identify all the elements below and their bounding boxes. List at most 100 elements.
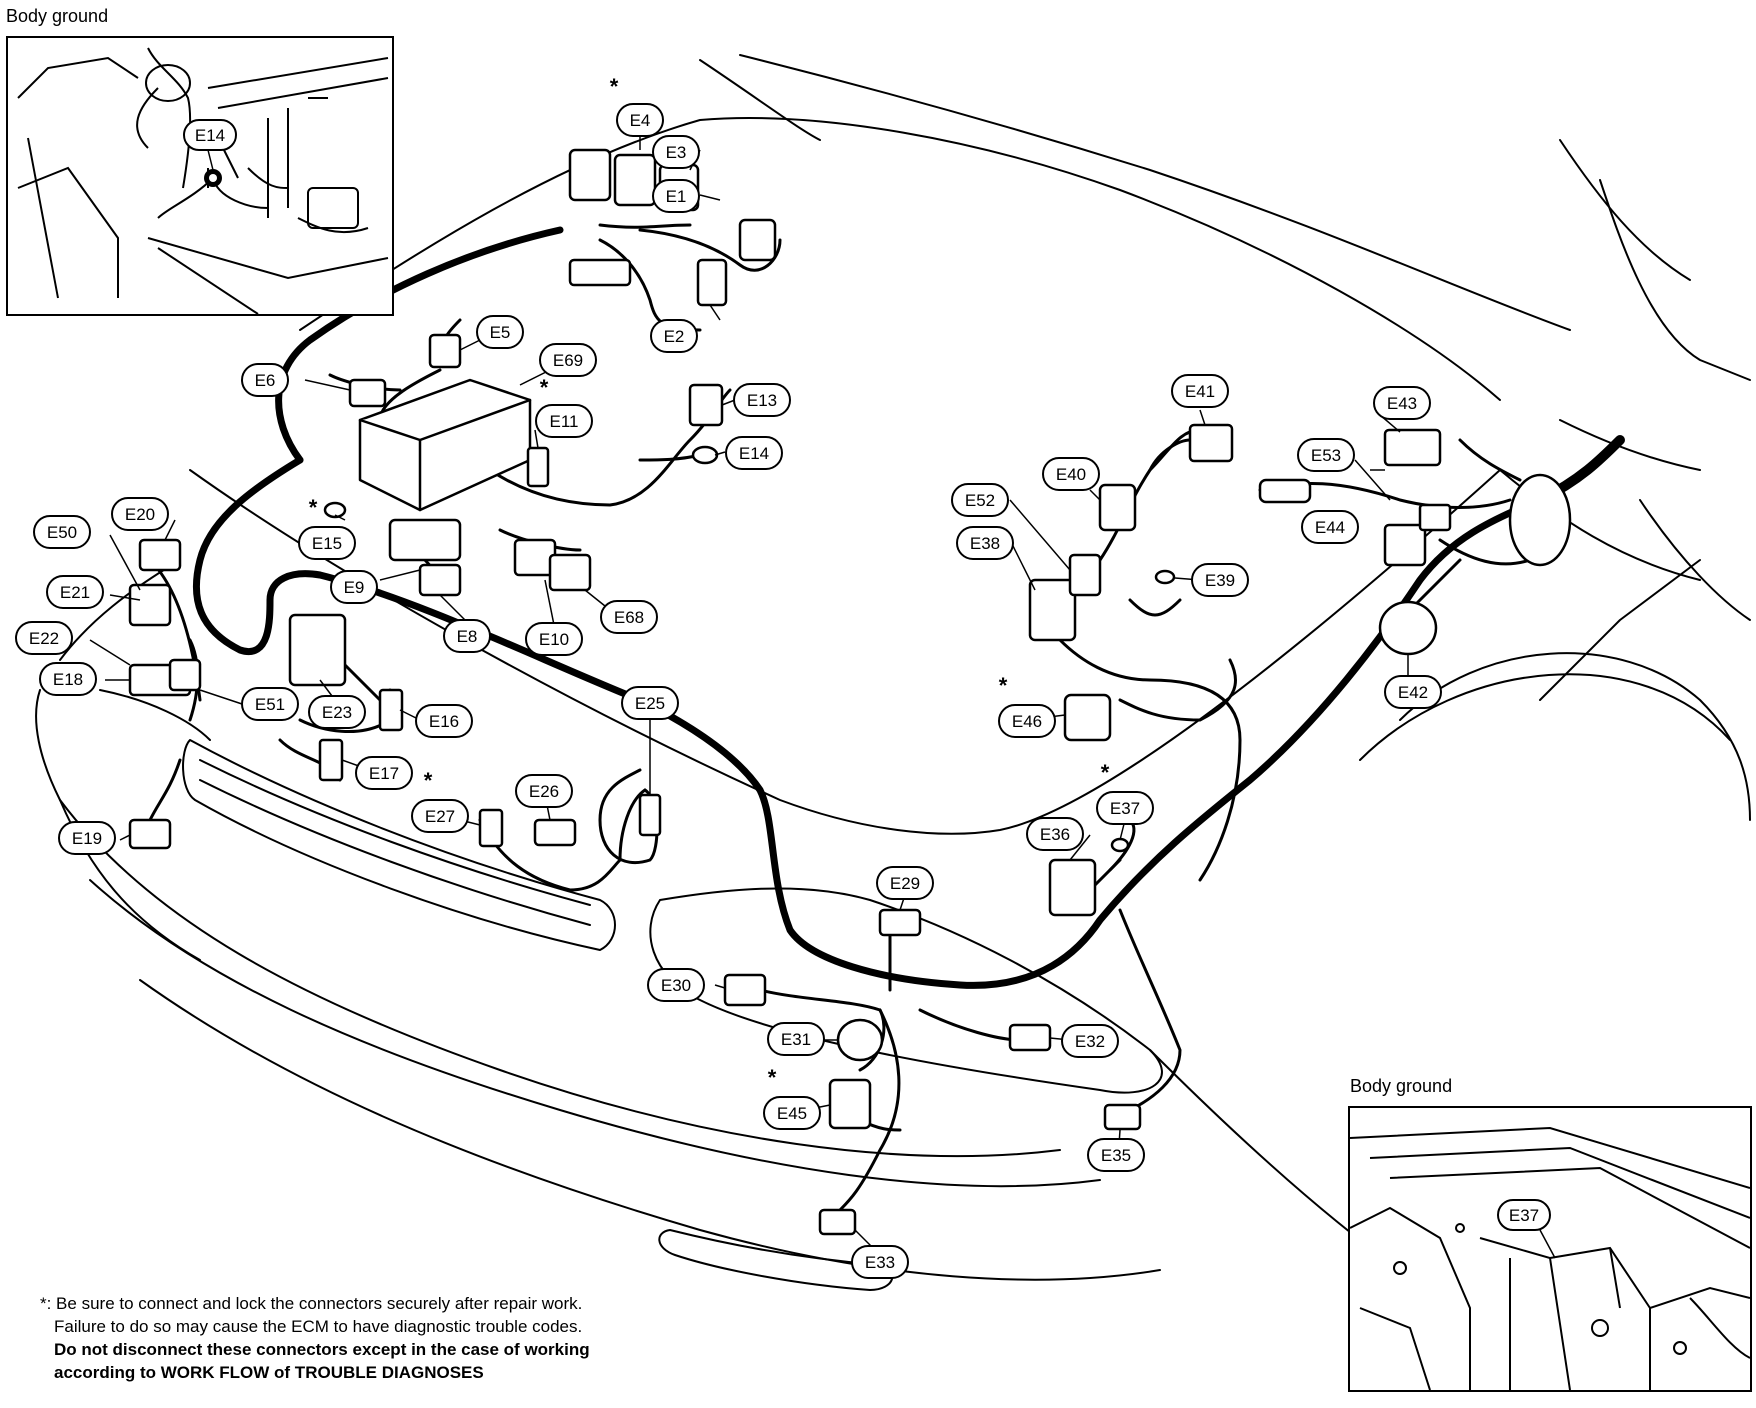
connector-label-pill	[111, 497, 169, 531]
connector-label-pill	[535, 404, 593, 438]
star-marker: *	[768, 1065, 777, 1090]
footnote-line-4: according to WORK FLOW of TROUBLE DIAGNO…	[54, 1363, 484, 1382]
connector-label-text: E25	[635, 694, 665, 713]
connector-label-text: E40	[1056, 465, 1086, 484]
connector-label-e51: E51	[241, 687, 299, 721]
connector-label-pill	[725, 436, 783, 470]
connector-label-text: E2	[664, 327, 685, 346]
footnote-line-1: *: Be sure to connect and lock the conne…	[40, 1294, 583, 1313]
connector-label-text: E8	[457, 627, 478, 646]
connector-label-text: E22	[29, 629, 59, 648]
connector-label-text: E44	[1315, 518, 1345, 537]
footnote: *: Be sure to connect and lock the conne…	[40, 1292, 760, 1384]
connector-label-text: E15	[312, 534, 342, 553]
connector-label-text: E46	[1012, 712, 1042, 731]
connector-label-pill	[851, 1245, 909, 1279]
connector-label-e23: E23	[308, 695, 366, 729]
connector-label-text: E35	[1101, 1146, 1131, 1165]
connector-label-pill	[298, 526, 356, 560]
connector-label-e68: E68	[600, 600, 658, 634]
connector-label-text: E36	[1040, 825, 1070, 844]
connector-label-pill	[647, 968, 705, 1002]
connector-label-pill	[411, 799, 469, 833]
connector-label-text: E37	[1110, 799, 1140, 818]
connector-label-e30: E30	[647, 968, 705, 1002]
connector-label-text: E17	[369, 764, 399, 783]
connector-label-text: E38	[970, 534, 1000, 553]
connector-label-text: E16	[429, 712, 459, 731]
inset-connector-label-e37: E37	[1509, 1206, 1539, 1225]
connector-label-e15: E15*	[298, 495, 356, 560]
connector-label-text: E18	[53, 670, 83, 689]
connector-label-e8: E8	[443, 619, 491, 653]
connector-label-pill	[951, 483, 1009, 517]
connector-label-e32: E32	[1061, 1024, 1119, 1058]
connector-label-pill	[1026, 817, 1084, 851]
star-marker: *	[610, 74, 619, 99]
connector-label-pill	[1171, 374, 1229, 408]
connector-label-e31: E31	[767, 1022, 825, 1056]
connector-label-e6: E6	[241, 363, 289, 397]
connector-label-e39: E39	[1191, 563, 1249, 597]
connector-label-e18: E18	[39, 662, 97, 696]
footnote-line-2: Failure to do so may cause the ECM to ha…	[54, 1317, 583, 1336]
connector-label-pill	[733, 383, 791, 417]
connector-label-text: E20	[125, 505, 155, 524]
star-marker: *	[424, 768, 433, 793]
connector-label-pill	[616, 103, 664, 137]
connector-label-text: E43	[1387, 394, 1417, 413]
connector-label-e33: E33	[851, 1245, 909, 1279]
connector-label-text: E14	[739, 444, 769, 463]
connector-label-e9: E9	[330, 570, 378, 604]
connector-label-e10: E10	[525, 622, 583, 656]
connector-label-pill	[621, 686, 679, 720]
connector-label-pill	[539, 343, 597, 377]
connector-label-e19: E19	[58, 821, 116, 855]
connector-label-pill	[46, 575, 104, 609]
connector-label-text: E50	[47, 523, 77, 542]
connector-label-e4: E4*	[610, 74, 664, 137]
connector-label-text: E1	[666, 187, 687, 206]
connector-label-pill	[1061, 1024, 1119, 1058]
connector-label-text: E30	[661, 976, 691, 995]
connector-label-pill	[15, 621, 73, 655]
connector-label-pill	[1384, 675, 1442, 709]
connector-label-text: E52	[965, 491, 995, 510]
connector-label-text: E21	[60, 583, 90, 602]
car-body-outline	[35, 54, 1751, 1291]
connector-label-pill	[1096, 791, 1154, 825]
connector-label-e41: E41	[1171, 374, 1229, 408]
connector-label-text: E29	[890, 874, 920, 893]
connector-label-e2: E2	[650, 319, 698, 353]
connector-label-e37: E37*	[1096, 760, 1154, 825]
connector-label-text: E33	[865, 1253, 895, 1272]
connector-label-text: E32	[1075, 1032, 1105, 1051]
connector-label-text: E19	[72, 829, 102, 848]
connector-label-text: E26	[529, 782, 559, 801]
connector-label-pill	[1297, 438, 1355, 472]
connector-label-text: E23	[322, 703, 352, 722]
connector-label-e36: E36	[1026, 817, 1084, 851]
connector-label-e17: E17	[355, 756, 413, 790]
connector-label-text: E27	[425, 807, 455, 826]
connector-label-e5: E5	[476, 315, 524, 349]
connector-label-e46: E46*	[998, 673, 1056, 738]
connector-label-pill	[998, 704, 1056, 738]
connector-label-pill	[476, 315, 524, 349]
connector-label-e38: E38	[956, 526, 1014, 560]
connector-label-pill	[767, 1022, 825, 1056]
connector-label-pill	[241, 687, 299, 721]
connector-label-pill	[652, 179, 700, 213]
star-marker: *	[999, 673, 1008, 698]
connector-label-e29: E29	[876, 866, 934, 900]
connector-label-text: E10	[539, 630, 569, 649]
connector-label-pill	[876, 866, 934, 900]
connector-label-text: E3	[666, 143, 687, 162]
connector-label-text: E69	[553, 351, 583, 370]
connector-label-e21: E21	[46, 575, 104, 609]
connector-label-pill	[763, 1096, 821, 1130]
connector-label-pill	[1042, 457, 1100, 491]
connector-label-e16: E16	[415, 704, 473, 738]
connector-label-pill	[1301, 510, 1359, 544]
